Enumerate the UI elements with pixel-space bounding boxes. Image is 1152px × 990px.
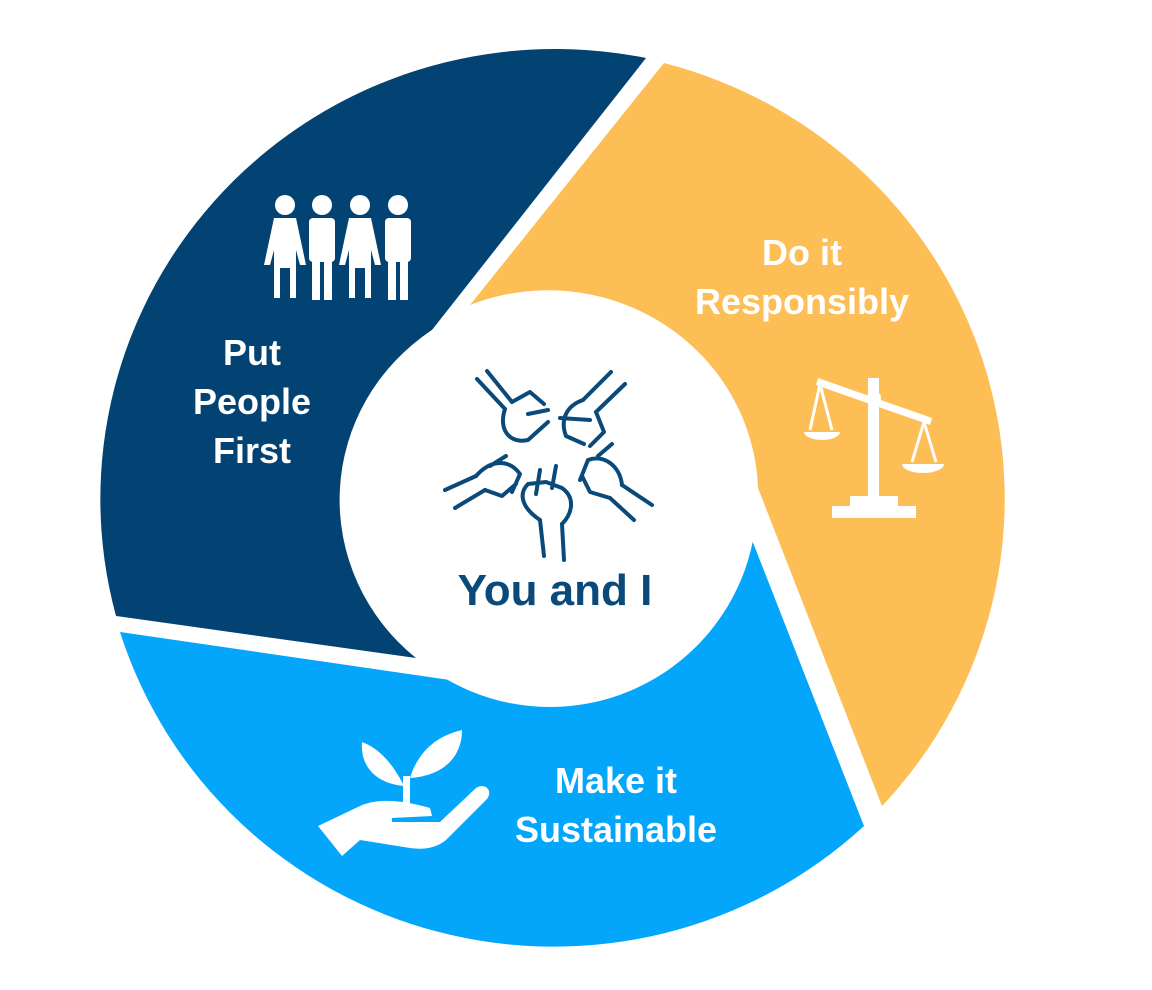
segment-make-it-sustainable bbox=[120, 540, 864, 947]
hand-plant-icon bbox=[318, 730, 490, 856]
balance-scale-icon bbox=[804, 378, 944, 518]
label-line: First bbox=[212, 430, 291, 471]
label-line: Make it bbox=[554, 760, 678, 801]
joined-hands-icon bbox=[443, 369, 654, 562]
center-label: You and I bbox=[457, 566, 653, 615]
label-line: People bbox=[192, 381, 312, 422]
segment-label-do-it-responsibly: Do it Responsibly bbox=[672, 228, 932, 326]
label-line: Responsibly bbox=[694, 281, 910, 322]
label-line: Do it bbox=[762, 232, 842, 273]
segment-put-people-first bbox=[100, 48, 646, 658]
segment-label-put-people-first: Put People First bbox=[172, 328, 332, 475]
label-line: Sustainable bbox=[514, 809, 718, 850]
label-line: Put bbox=[223, 332, 281, 373]
center-hub bbox=[343, 293, 757, 707]
segment-do-it-responsibly bbox=[470, 63, 1005, 806]
segment-label-make-it-sustainable: Make it Sustainable bbox=[486, 756, 746, 854]
people-group-icon bbox=[264, 195, 411, 300]
